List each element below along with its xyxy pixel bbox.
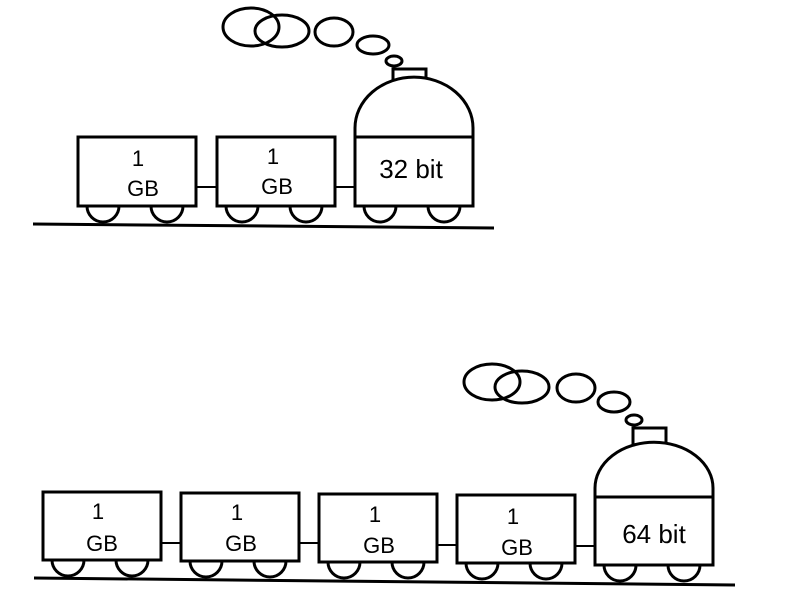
track: [33, 576, 736, 587]
track: [32, 222, 495, 230]
wagon-body: [455, 493, 577, 565]
boiler-dome: [593, 440, 715, 499]
train-32bit: 1 GB 1 GB 32 bit: [32, 6, 495, 230]
wagon-label-line1: 1: [132, 146, 144, 171]
wheel: [602, 564, 638, 583]
wagon: 1 GB: [317, 492, 439, 580]
smoke-puff: [221, 6, 281, 48]
wagon-label-line2: GB: [225, 531, 257, 556]
wheel: [85, 205, 121, 224]
wagon: 1 GB: [76, 135, 198, 224]
wheel: [224, 205, 260, 224]
wagon-label-line1: 1: [267, 144, 279, 169]
engine-label: 32 bit: [379, 154, 443, 184]
wheel: [50, 559, 86, 578]
wheel: [252, 560, 288, 579]
wagon: 1 GB: [215, 135, 337, 224]
wagon: 1 GB: [179, 491, 301, 579]
wagon-label-line2: GB: [127, 176, 159, 201]
wagon-label-line1: 1: [369, 502, 381, 527]
wagon: 1 GB: [41, 490, 163, 578]
wheel: [464, 562, 500, 581]
wheel: [149, 205, 185, 224]
wheel: [426, 205, 462, 224]
smoke-puff: [493, 369, 551, 405]
wagon-label-line1: 1: [231, 500, 243, 525]
wagon-body: [317, 492, 439, 564]
wheel: [666, 564, 702, 583]
wagon-body: [179, 491, 301, 563]
wagon-body: [215, 135, 337, 208]
wheel: [390, 561, 426, 580]
smoke-puff: [555, 372, 597, 404]
smoke: [221, 6, 404, 68]
smoke-puff: [624, 413, 644, 427]
cab-body: [593, 495, 715, 567]
wagon-label-line2: GB: [501, 535, 533, 560]
smoke-puff: [313, 16, 355, 48]
boiler-dome: [353, 75, 475, 139]
wagon-body: [41, 490, 163, 562]
smoke-puff: [253, 13, 311, 49]
wheel: [362, 205, 398, 224]
smoke-puff: [462, 362, 522, 402]
smoke-puff: [596, 390, 632, 414]
wheel: [188, 560, 224, 579]
locomotive: 64 bit: [593, 426, 715, 583]
wagon-label-line1: 1: [92, 499, 104, 524]
wagon-label-line2: GB: [261, 174, 293, 199]
wagon-label-line2: GB: [363, 533, 395, 558]
wagon-body: [76, 135, 198, 208]
engine-label: 64 bit: [622, 519, 686, 549]
wagon-label-line2: GB: [86, 531, 118, 556]
wheel: [288, 205, 324, 224]
smoke: [462, 362, 644, 427]
wheel: [326, 561, 362, 580]
smoke-puff: [384, 54, 404, 68]
smoke-puff: [355, 34, 391, 56]
wheel: [114, 559, 150, 578]
cab-body: [353, 135, 475, 208]
wheel: [528, 562, 564, 581]
train-64bit: 1 GB 1 GB 1 GB 1 GB: [33, 362, 736, 587]
wagon-label-line1: 1: [507, 504, 519, 529]
locomotive: 32 bit: [353, 67, 475, 224]
wagon: 1 GB: [455, 493, 577, 581]
